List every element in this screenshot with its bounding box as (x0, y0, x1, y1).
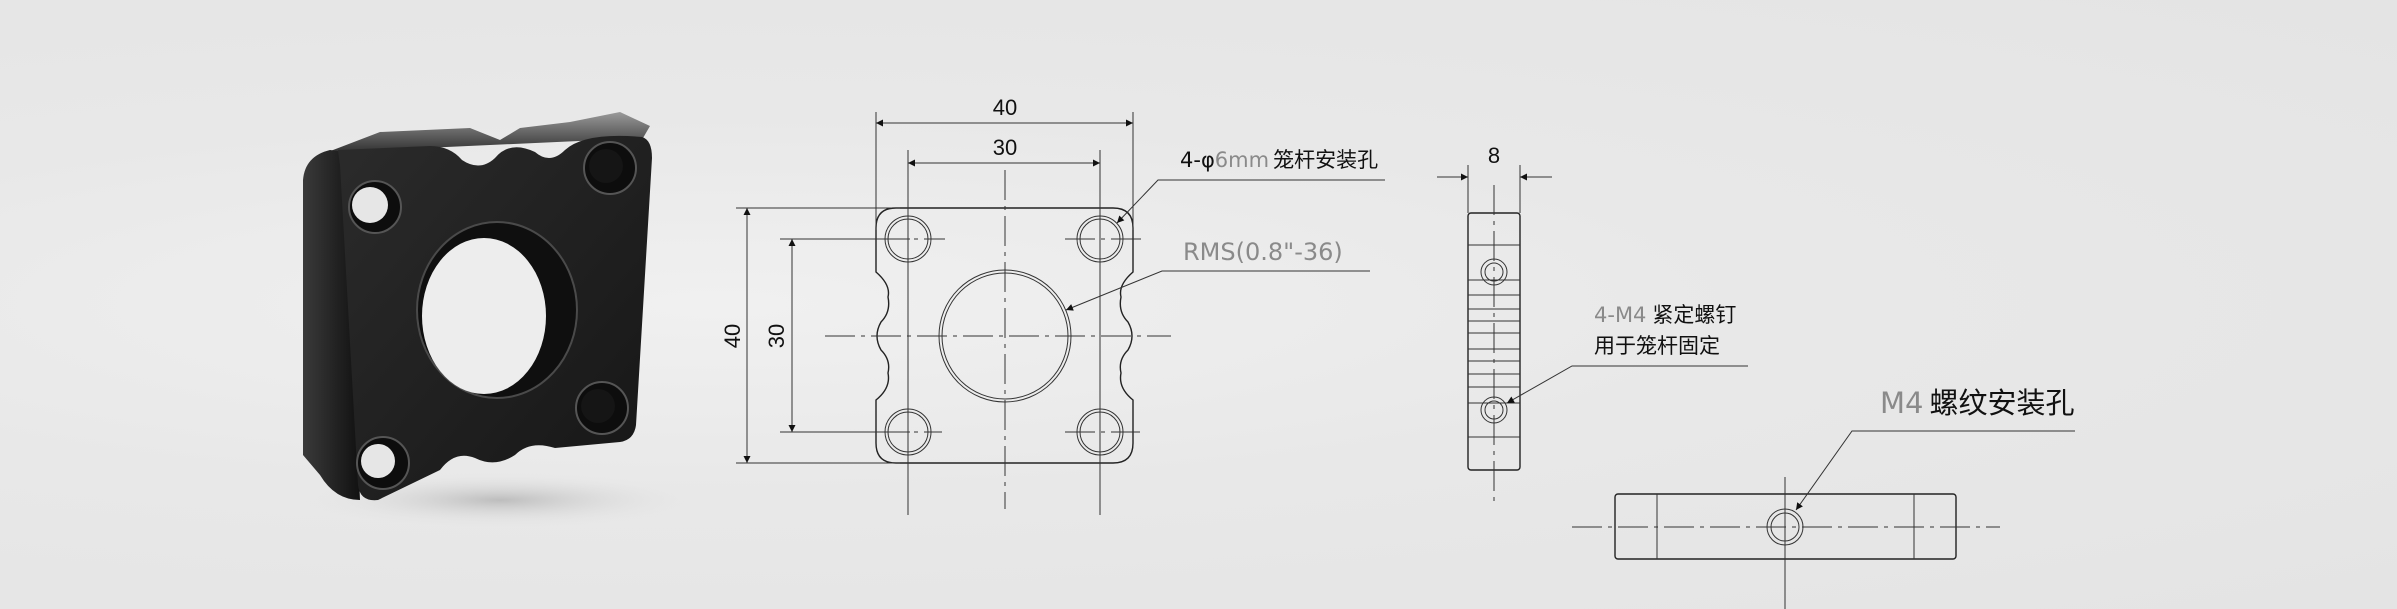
dim-width-outer: 40 (993, 95, 1017, 120)
dim-width-inner: 30 (993, 135, 1017, 160)
dim-height-inner: 30 (764, 324, 789, 348)
part-center-bore (416, 221, 578, 399)
part-cage-holes (348, 141, 637, 490)
product-render (300, 112, 700, 528)
dim-height-outer: 40 (720, 324, 745, 348)
plate-outline (875, 207, 1134, 464)
thread-label: RMS(0.8"-36) (1183, 238, 1343, 266)
dim-thickness: 8 (1488, 143, 1500, 168)
part-top-face (320, 112, 650, 155)
setscrew-label-line2: 用于笼杆固定 (1594, 334, 1720, 358)
